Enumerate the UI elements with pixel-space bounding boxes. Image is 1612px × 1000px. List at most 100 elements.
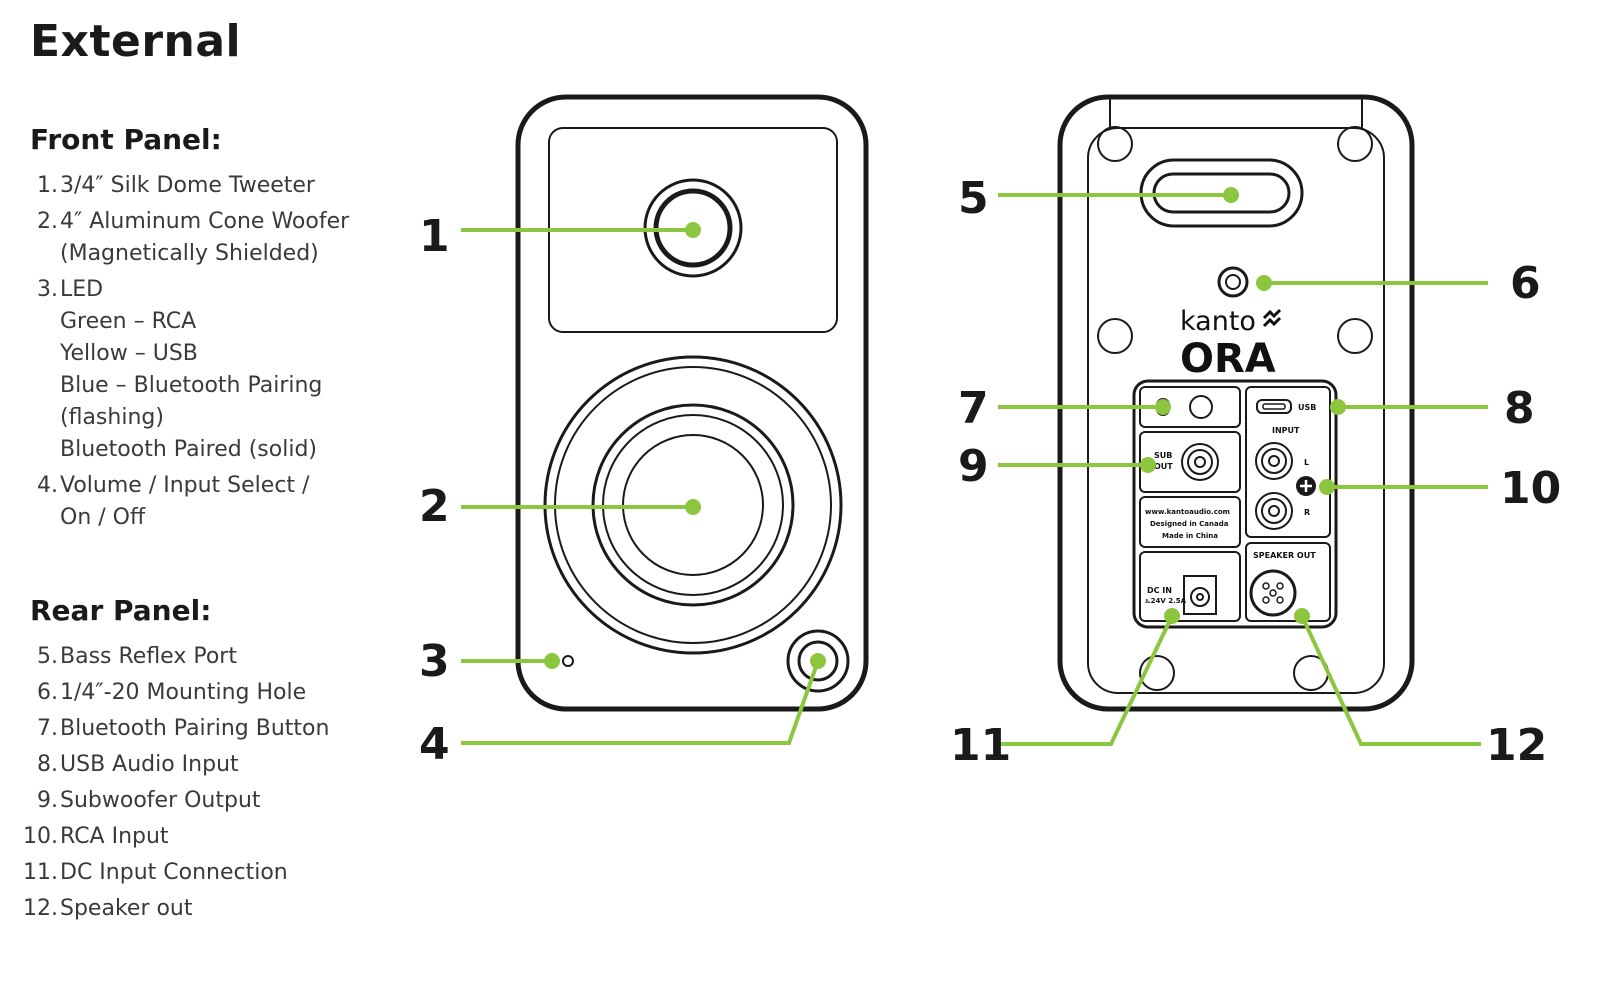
dc-jack-housing	[1183, 575, 1217, 615]
made-label: Made in China	[1162, 532, 1218, 540]
list-item: 4. Volume / Input Select / On / Off	[0, 470, 370, 534]
item-number: 9.	[37, 788, 58, 813]
dc-jack-pin	[1196, 593, 1204, 601]
rca-r-label: R	[1304, 508, 1310, 517]
foot-top-left	[1097, 126, 1133, 162]
item-text: 4″ Aluminum Cone Woofer	[60, 209, 350, 234]
callout-number: 12	[1486, 720, 1547, 771]
leader-lines	[461, 193, 1488, 746]
rca-right-pin	[1268, 505, 1280, 517]
item-text: Volume / Input Select /	[60, 473, 310, 498]
sub-out-jack-ring	[1187, 449, 1213, 475]
dc-jack-ring	[1190, 587, 1210, 607]
callout-number: 6	[1510, 258, 1541, 309]
front-cabinet	[515, 94, 869, 712]
item-text: (flashing)	[60, 405, 164, 430]
list-item: 6.1/4″-20 Mounting Hole	[0, 677, 370, 709]
rear-panel-heading: Rear Panel:	[30, 594, 212, 627]
item-text: Bluetooth Paired (solid)	[60, 437, 317, 462]
sub-box	[1139, 431, 1241, 493]
item-text: USB Audio Input	[60, 752, 239, 777]
leader-dot	[544, 653, 560, 669]
model-label: ORA	[1180, 336, 1276, 382]
leader-dot	[1330, 399, 1346, 415]
item-text: 3/4″ Silk Dome Tweeter	[60, 173, 315, 198]
item-text: RCA Input	[60, 824, 169, 849]
list-item: 1. 3/4″ Silk Dome Tweeter	[0, 170, 370, 202]
rca-l-label: L	[1304, 458, 1309, 467]
list-item: 7.Bluetooth Pairing Button	[0, 713, 370, 745]
dc-box	[1139, 551, 1241, 622]
callout-number: 4	[419, 719, 450, 770]
speaker-out-box	[1245, 542, 1331, 622]
leader-line-4	[461, 660, 820, 745]
leader-dot	[1223, 187, 1239, 203]
rca-right-ring	[1261, 498, 1287, 524]
speaker-out-connector	[1249, 569, 1297, 617]
item-number: 1.	[37, 173, 58, 198]
front-panel-heading: Front Panel:	[30, 123, 222, 156]
leader-dot	[1164, 608, 1180, 624]
foot-top-right	[1337, 126, 1373, 162]
leader-dot	[685, 222, 701, 238]
designed-label: Designed in Canada	[1150, 520, 1229, 528]
item-text: (Magnetically Shielded)	[60, 241, 319, 266]
item-number: 7.	[37, 716, 58, 741]
leader-dot	[1155, 399, 1171, 415]
list-item: 12.Speaker out	[0, 893, 370, 925]
brand-label: kanto	[1180, 306, 1256, 337]
page-title: External	[30, 16, 242, 67]
speaker-pin	[1262, 596, 1270, 604]
speaker-pin	[1276, 596, 1284, 604]
volume-knob-outer	[786, 629, 850, 693]
item-text: DC Input Connection	[60, 860, 288, 885]
rear-cabinet	[1057, 94, 1415, 712]
item-text: 1/4″-20 Mounting Hole	[60, 680, 307, 705]
usb-label: USB	[1298, 403, 1316, 412]
foot-bottom-left	[1139, 655, 1175, 691]
front-panel-list: 1. 3/4″ Silk Dome Tweeter 2. 4″ Aluminum…	[0, 170, 370, 534]
item-text: Bluetooth Pairing Button	[60, 716, 330, 741]
foot-mid-left	[1097, 318, 1133, 354]
item-text: On / Off	[60, 505, 146, 530]
rca-right-jack	[1255, 492, 1293, 530]
callout-number: 2	[419, 481, 450, 532]
item-number: 3.	[37, 277, 58, 302]
item-text: Blue – Bluetooth Pairing	[60, 373, 323, 398]
volume-knob-inner	[797, 640, 839, 682]
callout-number: 9	[958, 441, 989, 492]
brand-logo-icon	[1262, 308, 1282, 328]
item-number: 2.	[37, 209, 58, 234]
callout-number: 10	[1500, 463, 1561, 514]
list-item: 5.Bass Reflex Port	[0, 641, 370, 673]
item-text: Bass Reflex Port	[60, 644, 237, 669]
usb-port	[1256, 399, 1292, 414]
input-label: INPUT	[1272, 426, 1300, 435]
item-number: 6.	[37, 680, 58, 705]
plus-icon	[1300, 480, 1312, 492]
front-speaker	[515, 94, 869, 712]
input-box	[1245, 386, 1331, 538]
leader-dot	[1140, 457, 1156, 473]
rear-panel-list: 5.Bass Reflex Port 6.1/4″-20 Mounting Ho…	[0, 641, 370, 929]
leader-dot	[1256, 275, 1272, 291]
mounting-hole-outer	[1217, 266, 1249, 298]
rca-left-ring	[1261, 448, 1287, 474]
sub-out-jack	[1181, 443, 1219, 481]
item-text: Green – RCA	[60, 309, 197, 334]
mounting-hole-inner	[1225, 274, 1241, 290]
website-label: www.kantoaudio.com	[1145, 508, 1230, 516]
item-text: Speaker out	[60, 896, 193, 921]
leader-line-12	[1300, 615, 1481, 746]
sub-label: SUB	[1154, 451, 1172, 460]
list-item: 3. LED Green – RCA Yellow – USB Blue – B…	[0, 274, 370, 466]
item-number: 11.	[23, 860, 58, 885]
pairing-button	[1189, 395, 1213, 419]
list-item: 11.DC Input Connection	[0, 857, 370, 889]
speaker-out-label: SPEAKER OUT	[1253, 551, 1316, 560]
leader-dot	[810, 653, 826, 669]
leader-dots	[544, 187, 1346, 669]
leader-dot	[1319, 479, 1335, 495]
rca-left-jack	[1255, 442, 1293, 480]
